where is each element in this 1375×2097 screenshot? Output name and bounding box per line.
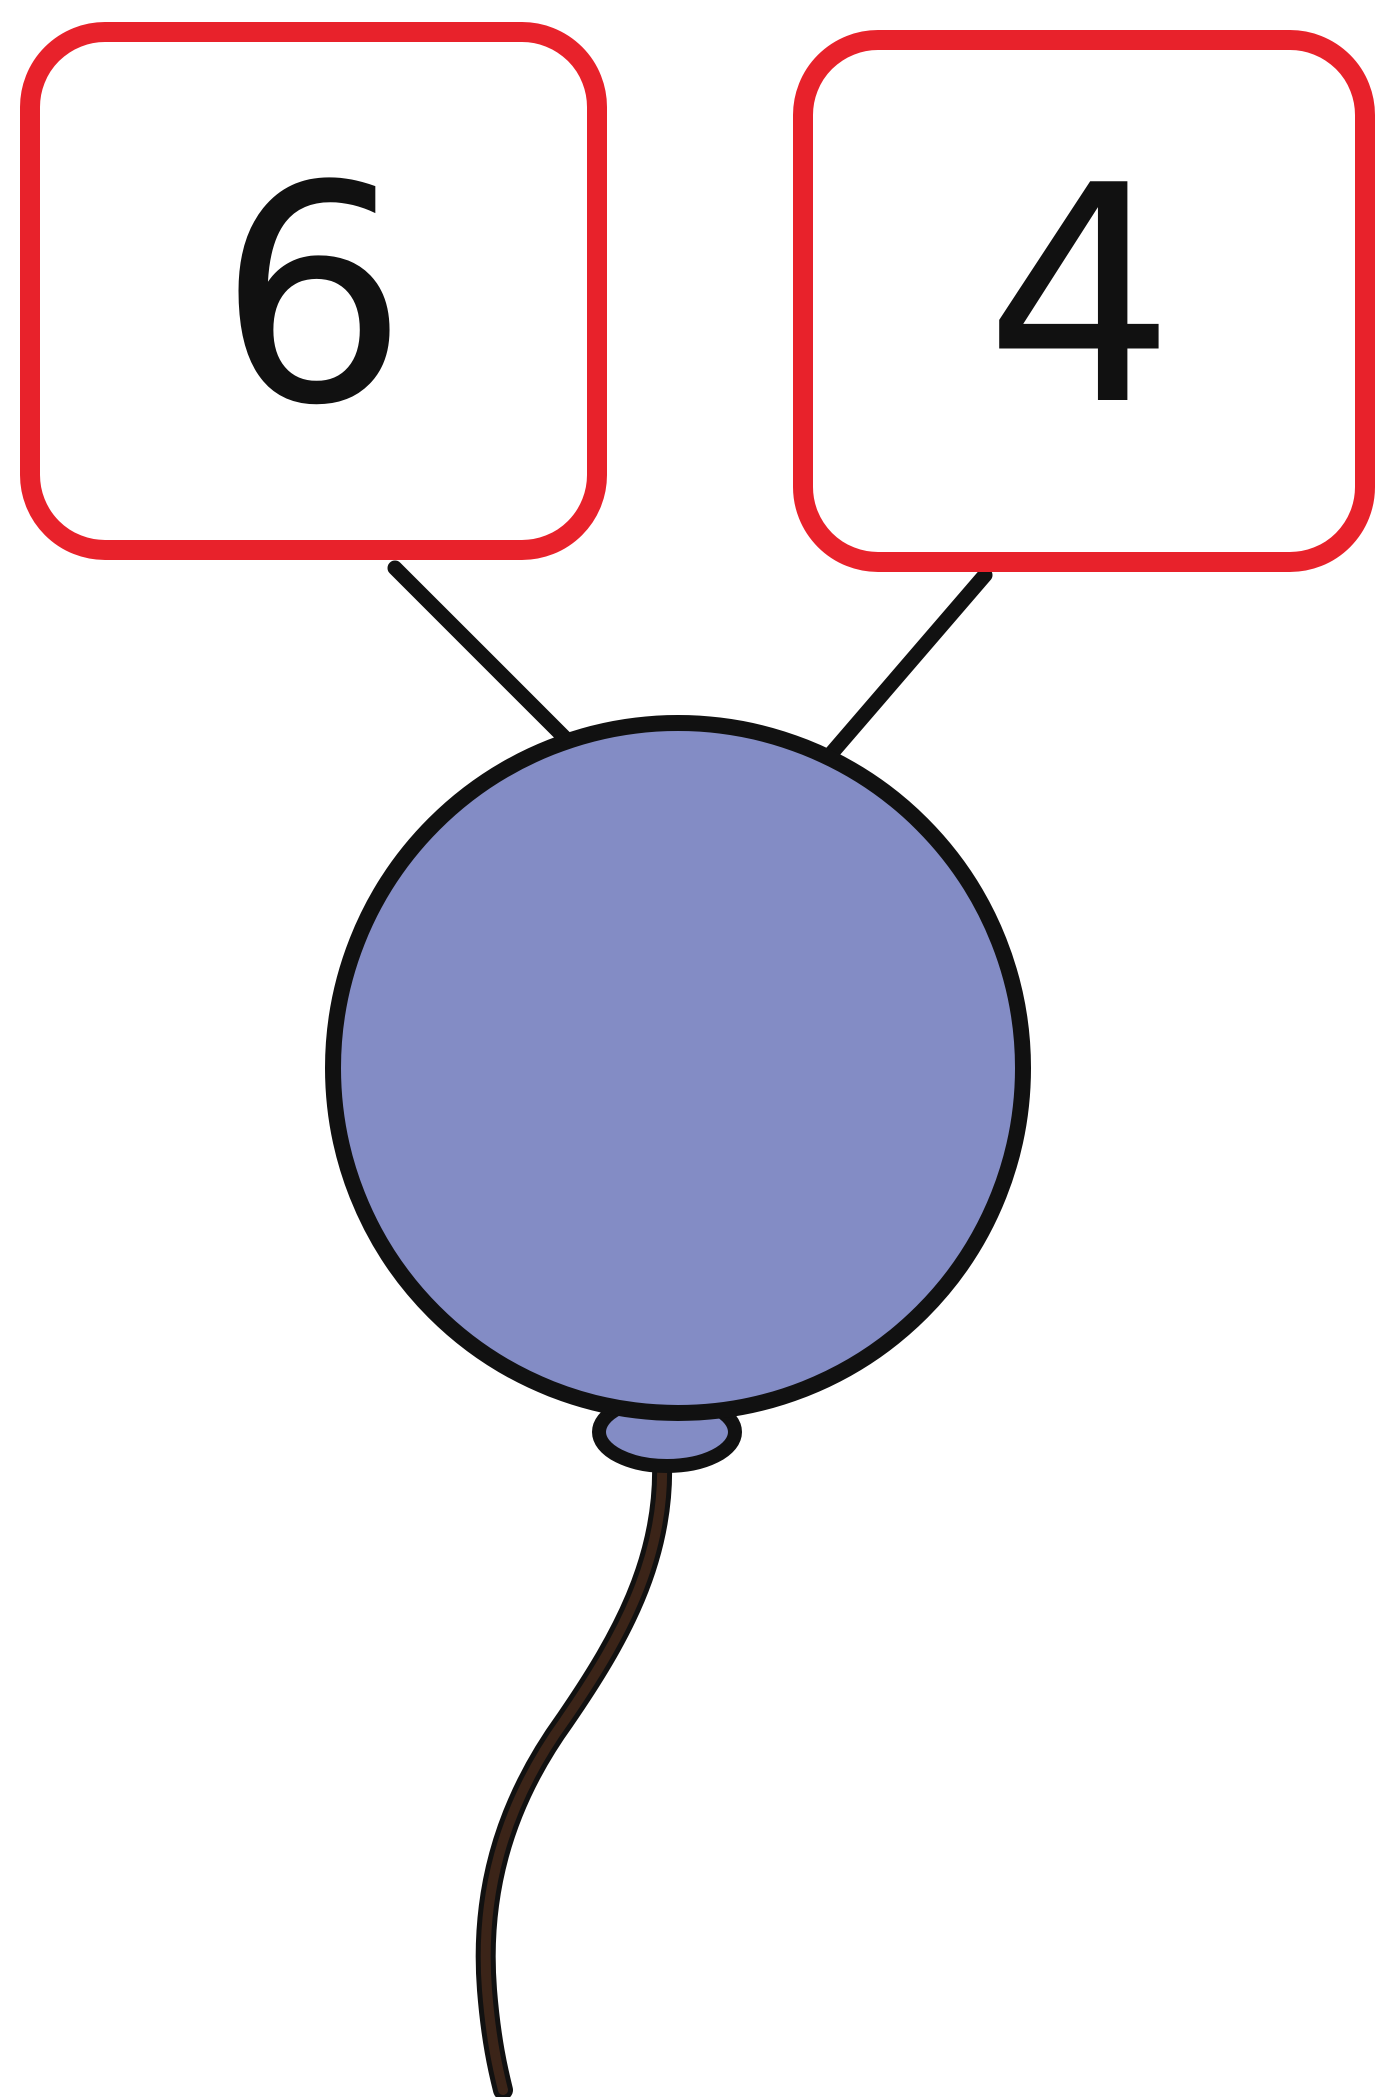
right-part-value: 4 [985,122,1176,471]
left-connector-line [395,568,565,738]
left-part-box: 6 [30,32,597,550]
right-connector-line [830,575,985,755]
balloon-string-inner [486,1462,662,2090]
balloon-body [333,723,1023,1413]
whole-balloon [333,723,1023,1413]
left-part-value: 6 [218,122,409,471]
balloon-string [486,1462,662,2090]
right-part-box: 4 [803,40,1365,562]
